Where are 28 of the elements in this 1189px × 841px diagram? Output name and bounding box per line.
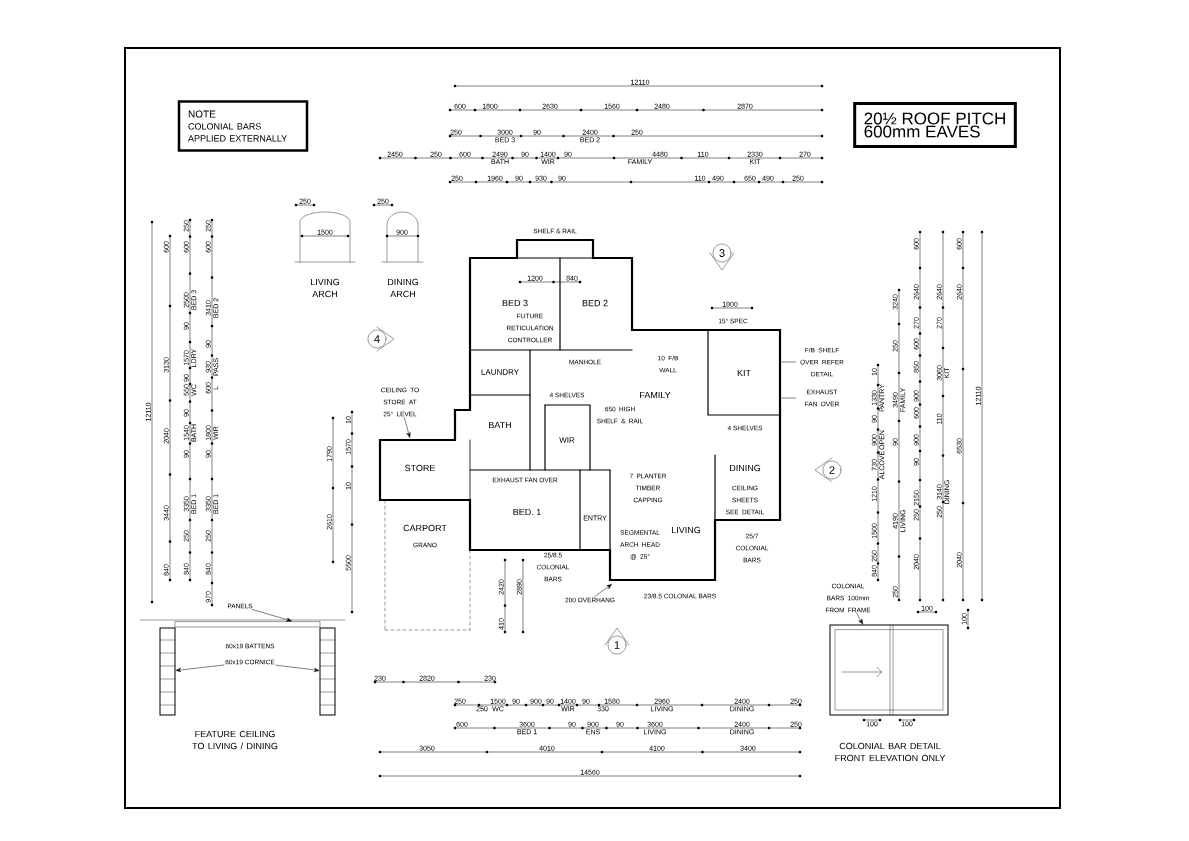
room-label: STORE <box>405 464 436 472</box>
arrow <box>251 609 292 622</box>
room-label: KIT <box>737 369 751 377</box>
room-label: DINING <box>730 464 761 472</box>
arrow <box>275 664 320 672</box>
caption-text: FEATURE CEILING TO LIVING / DINING <box>192 730 278 750</box>
wall-column <box>159 627 176 716</box>
leader-line <box>781 361 797 363</box>
caption-text: DINING ARCH <box>388 278 419 298</box>
arrow <box>404 417 411 438</box>
note-box: 20½ ROOF PITCH 600mm EAVES <box>853 101 1017 149</box>
caption-text: COLONIAL BAR DETAIL FRONT ELEVATION ONLY <box>835 742 946 762</box>
arrow <box>175 664 225 672</box>
room-label: LAUNDRY <box>481 369 519 375</box>
room-label: BED 2 <box>582 299 608 307</box>
room-label: CARPORT <box>403 524 447 532</box>
arrow <box>594 584 612 597</box>
note-box: NOTE COLONIAL BARS APPLIED EXTERNALLY <box>177 100 309 152</box>
room-label: FAMILY <box>640 391 671 399</box>
leader-line <box>781 397 797 399</box>
room-label: BED. 1 <box>513 508 541 516</box>
room-label: BATH <box>489 421 511 429</box>
caption-text: LIVING ARCH <box>311 278 340 298</box>
room-label: WIR <box>559 437 575 443</box>
arrow <box>856 613 863 625</box>
room-label: LIVING <box>672 526 701 534</box>
room-label: BED 3 <box>502 299 528 307</box>
wall-column <box>319 627 336 716</box>
